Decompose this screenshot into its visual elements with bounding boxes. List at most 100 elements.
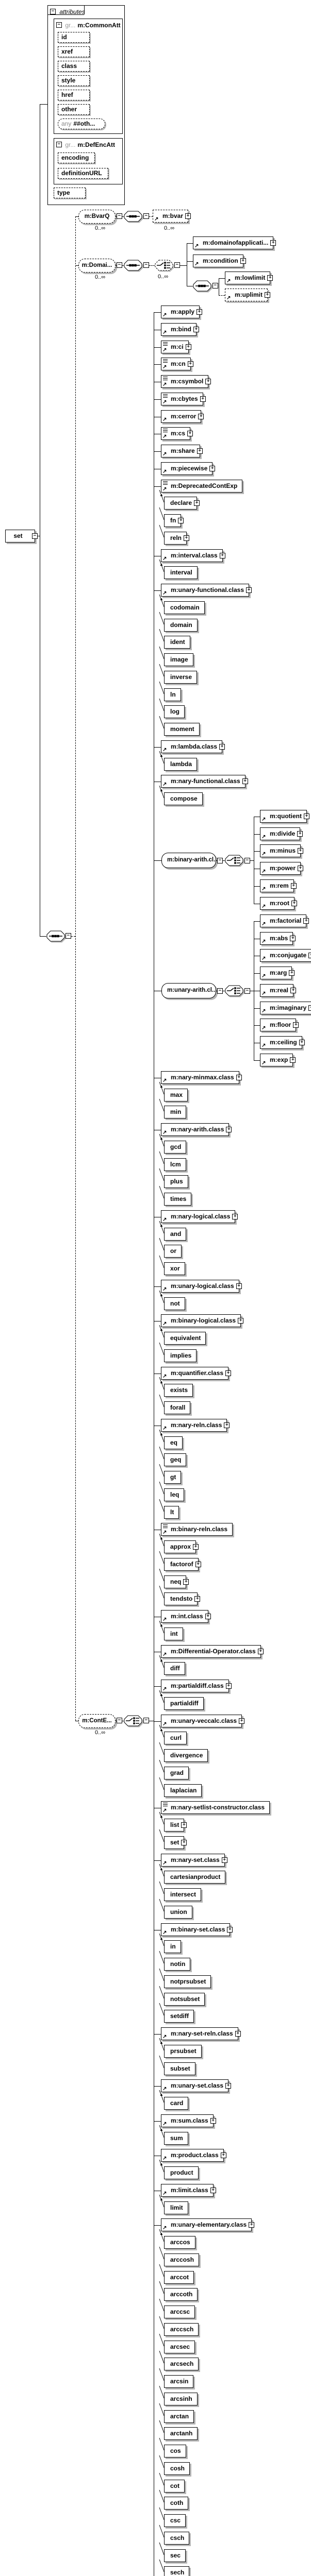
- attributes-tab[interactable]: − attributes: [50, 7, 85, 16]
- member-element-implies[interactable]: implies: [164, 1349, 197, 1362]
- expand-toggle[interactable]: +: [236, 1075, 242, 1080]
- member-element-limit[interactable]: limit: [164, 2201, 188, 2214]
- member-element-cartesianproduct[interactable]: cartesianproduct: [164, 1871, 226, 1884]
- expand-toggle[interactable]: +: [183, 1579, 189, 1585]
- member-element-cosh[interactable]: cosh: [164, 2462, 190, 2475]
- expand-toggle[interactable]: +: [225, 1683, 232, 1689]
- member-element-lt[interactable]: lt: [164, 1506, 179, 1519]
- member-element-divergence[interactable]: divergence: [164, 1749, 208, 1762]
- expand-toggle[interactable]: +: [209, 466, 216, 471]
- class-ref-unary-logical.class[interactable]: ↗m:unary-logical.class+: [161, 1280, 242, 1293]
- expand-toggle[interactable]: +: [308, 1005, 311, 1011]
- attribute-style[interactable]: style: [58, 75, 90, 86]
- choice-compositor-icon[interactable]: [225, 855, 243, 866]
- expand-toggle[interactable]: +: [198, 414, 204, 419]
- class-ref-binary-set.class[interactable]: ↗m:binary-set.class+: [161, 1923, 233, 1936]
- group-contexp[interactable]: m:ContE...: [78, 1714, 116, 1728]
- member-element-csch[interactable]: csch: [164, 2532, 190, 2545]
- choice-compositor-icon[interactable]: [225, 985, 243, 996]
- member-element-geq[interactable]: geq: [164, 1453, 187, 1466]
- member-element-intersect[interactable]: intersect: [164, 1888, 202, 1901]
- attribute-id[interactable]: id: [58, 32, 90, 43]
- expand-toggle[interactable]: +: [221, 1857, 227, 1863]
- expand-toggle[interactable]: +: [195, 1562, 201, 1567]
- element-ref-real[interactable]: ↗m:real+: [260, 984, 297, 997]
- attribute-href[interactable]: href: [58, 90, 90, 100]
- element-ref-bvar[interactable]: ↗m:bvar+: [153, 210, 191, 223]
- attribute-any-wildcard[interactable]: any##oth...: [58, 118, 105, 129]
- expand-toggle[interactable]: +: [185, 344, 191, 350]
- attribute-xref[interactable]: xref: [58, 46, 90, 57]
- sequence-compositor-icon[interactable]: [124, 211, 142, 222]
- element-ref-ceiling[interactable]: ↗m:ceiling+: [260, 1036, 305, 1049]
- class-ref-nary-set-reln.class[interactable]: ↗m:nary-set-reln.class+: [161, 2027, 241, 2040]
- expand-toggle[interactable]: +: [290, 936, 296, 941]
- expand-toggle[interactable]: +: [298, 848, 304, 854]
- attribute-encoding[interactable]: encoding: [58, 152, 95, 163]
- member-element-min[interactable]: min: [164, 1106, 187, 1118]
- expand-toggle[interactable]: +: [265, 292, 270, 298]
- element-ref-divide[interactable]: ↗m:divide+: [260, 827, 303, 840]
- member-element-cos[interactable]: cos: [164, 2445, 186, 2458]
- member-element-compose[interactable]: compose: [164, 792, 203, 805]
- expand-toggle[interactable]: +: [226, 1127, 232, 1132]
- member-element-inverse[interactable]: inverse: [164, 671, 198, 684]
- element-ref-cerror[interactable]: ↗m:cerror+: [161, 410, 204, 423]
- expand-toggle[interactable]: +: [291, 901, 297, 906]
- class-ref-product.class[interactable]: ↗m:product.class+: [161, 2149, 226, 2162]
- expand-toggle[interactable]: +: [290, 988, 297, 993]
- member-element-exists[interactable]: exists: [164, 1384, 193, 1397]
- class-ref-unary-elementary.class[interactable]: ↗m:unary-elementary.class+: [161, 2218, 255, 2231]
- member-element-notsubset[interactable]: notsubset: [164, 1993, 205, 2006]
- element-ref-abs[interactable]: ↗m:abs+: [260, 932, 296, 945]
- sequence-compositor-icon[interactable]: [124, 260, 142, 271]
- collapse-toggle[interactable]: −: [217, 858, 223, 863]
- expand-toggle[interactable]: +: [193, 1544, 199, 1550]
- expand-toggle[interactable]: +: [219, 553, 225, 558]
- expand-toggle[interactable]: +: [200, 396, 206, 402]
- expand-toggle[interactable]: +: [267, 275, 273, 281]
- expand-toggle[interactable]: +: [194, 500, 200, 506]
- member-element-int[interactable]: int: [164, 1628, 183, 1640]
- class-ref-nary-arith.class[interactable]: ↗m:nary-arith.class+: [161, 1123, 232, 1136]
- expand-toggle[interactable]: +: [257, 1649, 264, 1654]
- expand-toggle[interactable]: +: [225, 2083, 232, 2089]
- member-element-moment[interactable]: moment: [164, 723, 200, 736]
- member-element-union[interactable]: union: [164, 1906, 192, 1919]
- expand-toggle[interactable]: +: [238, 1318, 244, 1324]
- collapse-toggle[interactable]: −: [143, 1718, 149, 1723]
- member-element-notprsubset[interactable]: notprsubset: [164, 1975, 211, 1988]
- member-element-list[interactable]: list+: [164, 1819, 187, 1832]
- attribute-type[interactable]: type: [54, 188, 86, 198]
- expand-toggle[interactable]: +: [224, 1422, 230, 1428]
- element-ref-cn[interactable]: ↗m:cn+: [161, 358, 193, 370]
- member-element-arcsech[interactable]: arcsech: [164, 2358, 199, 2370]
- member-element-arccot[interactable]: arccot: [164, 2271, 194, 2284]
- class-ref-nary-logical.class[interactable]: ↗m:nary-logical.class+: [161, 1210, 238, 1223]
- member-element-coth[interactable]: coth: [164, 2497, 189, 2510]
- expand-toggle[interactable]: +: [298, 866, 304, 871]
- element-ref-share[interactable]: ↗m:share+: [161, 445, 203, 457]
- collapse-toggle[interactable]: −: [212, 283, 218, 289]
- expand-toggle[interactable]: +: [225, 1370, 232, 1376]
- member-element-curl[interactable]: curl: [164, 1732, 187, 1744]
- element-ref-power[interactable]: ↗m:power+: [260, 862, 304, 875]
- choice-compositor-icon[interactable]: [124, 1715, 142, 1726]
- collapse-icon[interactable]: −: [50, 9, 56, 15]
- member-element-arccoth[interactable]: arccoth: [164, 2288, 198, 2301]
- class-ref-nary-set.class[interactable]: ↗m:nary-set.class+: [161, 1854, 227, 1867]
- element-ref-apply[interactable]: ↗m:apply+: [161, 306, 203, 318]
- member-element-ident[interactable]: ident: [164, 636, 190, 649]
- element-ref-minus[interactable]: ↗m:minus+: [260, 844, 304, 857]
- member-element-image[interactable]: image: [164, 653, 193, 666]
- element-ref-floor[interactable]: ↗m:floor+: [260, 1019, 299, 1031]
- class-ref-unary-functional.class[interactable]: ↗m:unary-functional.class+: [161, 584, 252, 597]
- element-ref-conjugate[interactable]: ↗m:conjugate+: [260, 949, 311, 962]
- expand-toggle[interactable]: +: [299, 1040, 305, 1045]
- member-element-times[interactable]: times: [164, 1193, 192, 1206]
- member-element-tendsto[interactable]: tendsto+: [164, 1592, 201, 1605]
- expand-toggle[interactable]: +: [219, 744, 225, 750]
- member-element-sec[interactable]: sec: [164, 2549, 186, 2562]
- collapse-toggle[interactable]: −: [32, 533, 38, 539]
- element-ref-uplimit[interactable]: ↗m:uplimit+: [225, 289, 270, 301]
